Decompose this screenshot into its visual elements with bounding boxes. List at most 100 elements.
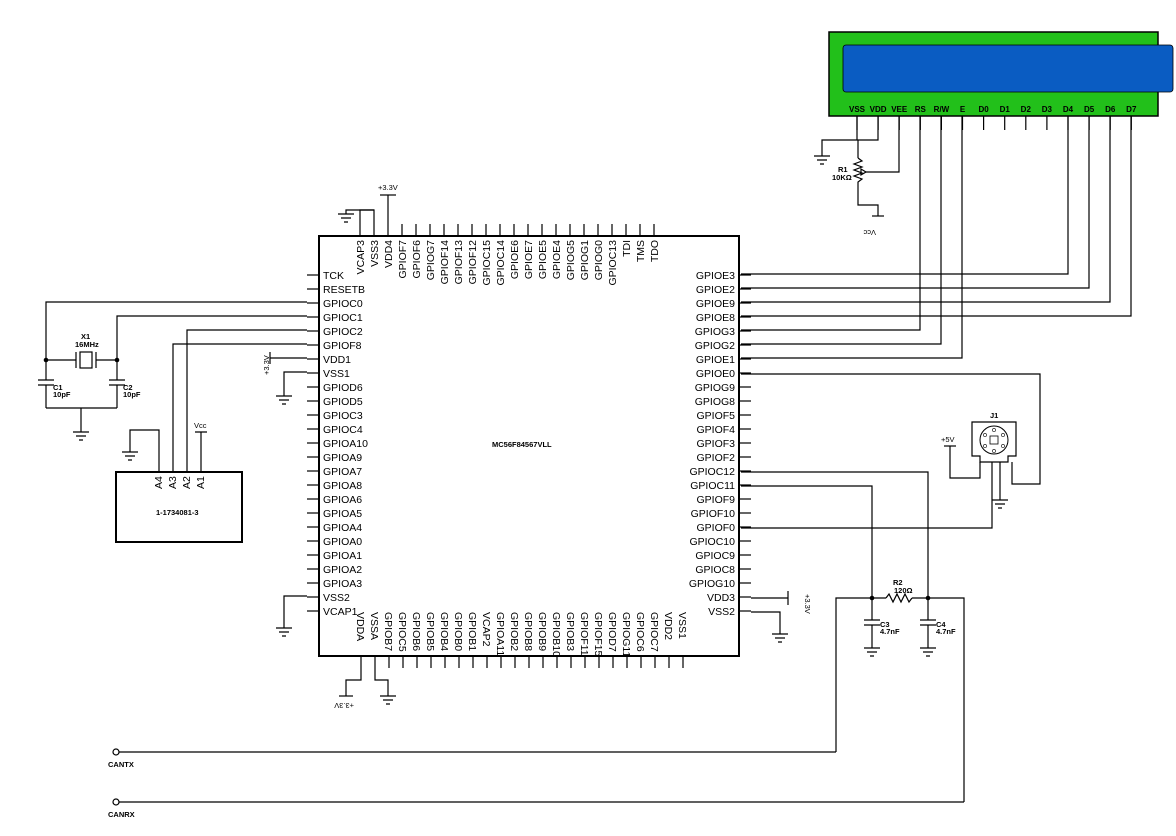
lcd-pin-label: D7 [1126, 105, 1137, 114]
mcu-pin-label: VSS2 [323, 592, 350, 604]
mcu-pin-label: GPIOE3 [696, 270, 735, 282]
mcu-pin-label: TMS [635, 240, 647, 262]
vdda-label: +3.3V [334, 701, 354, 710]
mcu-pin-label: GPIOA4 [323, 522, 362, 534]
canrx-terminal[interactable] [112, 798, 120, 806]
mcu-pin-label: GPIOG11 [620, 612, 632, 657]
mcu-pin-label: GPIOA7 [323, 466, 362, 478]
cantx-terminal[interactable] [112, 748, 120, 756]
mcu-pin-label: RESETB [323, 284, 365, 296]
c1-value: 10pF [53, 390, 71, 399]
j1-5v-label: +5V [941, 435, 955, 444]
lcd-pin-label: D1 [1000, 105, 1011, 114]
mcu-pin-label: GPIOF15 [592, 612, 604, 657]
mcu-pin-label: GPIOG2 [695, 340, 735, 352]
c4-ref: C4 [936, 620, 946, 629]
mcu-pin-label: GPIOC6 [634, 612, 646, 652]
mcu-pin-label: GPIOC9 [695, 550, 735, 562]
mcu-pin-label: VCAP3 [355, 240, 367, 275]
mcu-pin-label: GPIOC5 [396, 612, 408, 652]
mcu-pin-label: GPIOE7 [523, 240, 535, 279]
top-3v3-label: +3.3V [378, 183, 398, 192]
mcu-pin-label: GPIOB4 [438, 612, 450, 651]
cantx-label: CANTX [108, 760, 134, 769]
mcu-pin-label: GPIOB3 [564, 612, 576, 651]
lcd-bus-wires [741, 116, 1132, 359]
mcu-right-power: +3.3V [751, 591, 812, 643]
mcu-pin-label: GPIOC11 [690, 480, 735, 492]
mcu-pin-label: VCAP2 [480, 612, 492, 647]
mcu-pin-label: GPIOB8 [522, 612, 534, 651]
mcu-pin-label: VDDA [354, 612, 366, 641]
mcu-pin-label: GPIOG3 [695, 326, 735, 338]
mcu-pin-label: GPIOB10 [550, 612, 562, 657]
mcu-pin-label: TCK [323, 270, 344, 282]
mcu-pin-label: TDI [621, 240, 633, 257]
c4-value: 4.7nF [936, 627, 956, 636]
mcu-pin-label: GPIOC8 [695, 564, 735, 576]
mcu-pin-label: GPIOC2 [323, 326, 363, 338]
mcu-pin-label: VDD2 [662, 612, 674, 640]
mcu-pin-label: GPIOE4 [551, 240, 563, 279]
mcu-pin-label: GPIOF3 [696, 438, 735, 450]
c3-value: 4.7nF [880, 627, 900, 636]
mcu-pin-label: VSS1 [323, 368, 350, 380]
mcu-pin-label: GPIOC1 [323, 312, 363, 324]
mcu-pin-label: GPIOC14 [495, 240, 507, 286]
mcu-pin-label: GPIOB6 [410, 612, 422, 651]
mcu-pin-label: GPIOG7 [425, 240, 437, 280]
mcu-right-pins: GPIOE3GPIOE2GPIOE9GPIOE8GPIOG3GPIOG2GPIO… [689, 270, 751, 618]
lcd-pin-label: VDD [870, 105, 887, 114]
mcu-pin-label: VDD1 [323, 354, 351, 366]
mcu-pin-label: GPIOA0 [323, 536, 362, 548]
mcu-bottom-power: +3.3V [334, 668, 396, 710]
r1-value: 10KΩ [832, 173, 852, 182]
mcu-pin-label: GPIOA6 [323, 494, 362, 506]
canrx-label: CANRX [108, 810, 135, 819]
mcu-pin-label: GPIOE1 [696, 354, 735, 366]
r2-value: 120Ω [894, 586, 913, 595]
x1-value: 16MHz [75, 340, 99, 349]
mcu-left-pins: TCKRESETBGPIOC0GPIOC1GPIOC2GPIOF8VDD1VSS… [307, 270, 368, 618]
mcu-pin-label: VSS2 [708, 606, 735, 618]
mcu-pin-label: GPIOE2 [696, 284, 735, 296]
mcu-pin-label: GPIOF13 [453, 240, 465, 285]
lcd-pin-label: E [960, 105, 966, 114]
mcu-pin-label: GPIOC12 [689, 466, 735, 478]
c2-value: 10pF [123, 390, 141, 399]
lcd-pin-label: VSS [849, 105, 866, 114]
header-pin-label: A4 [153, 476, 165, 489]
mcu-chip: MC56F84567VLL TCKRESETBGPIOC0GPIOC1GPIOC… [307, 224, 751, 668]
mcu-pin-label: GPIOE9 [696, 298, 735, 310]
mcu-pin-label: GPIOA11 [494, 612, 506, 656]
lcd-pin-label: D3 [1042, 105, 1053, 114]
mcu-pin-label: VDD3 [707, 592, 735, 604]
mcu-pin-label: VCAP1 [323, 606, 358, 618]
mcu-pin-label: GPIOF6 [411, 240, 423, 279]
mcu-body [318, 235, 740, 657]
mcu-pin-label: GPIOC15 [481, 240, 493, 286]
mcu-pin-label: GPIOG1 [579, 240, 591, 280]
mcu-pin-label: GPIOB9 [536, 612, 548, 651]
mcu-pin-label: GPIOF8 [323, 340, 362, 352]
lcd-pin-label: R/W [934, 105, 950, 114]
c2-ref: C2 [123, 383, 133, 392]
mcu-pin-label: GPIOF0 [696, 522, 735, 534]
mcu-pin-label: GPIOF5 [696, 410, 735, 422]
mcu-pin-label: GPIOG5 [565, 240, 577, 280]
lcd-pin-label: D4 [1063, 105, 1074, 114]
lcd-wiring: R1 10KΩ Vcc [814, 116, 900, 237]
j1-ref: J1 [990, 411, 998, 420]
mcu-pin-label: VSS3 [369, 240, 381, 267]
can-circuit: R2 120Ω C3 4.7nF C4 4.7nF CANTX CANRX [108, 471, 965, 819]
mcu-pin-label: GPIOG10 [689, 578, 735, 590]
mcu-pin-label: GPIOA8 [323, 480, 362, 492]
mcu-left-power: +3.3V [262, 352, 307, 637]
pot-vcc-label: Vcc [863, 228, 876, 237]
